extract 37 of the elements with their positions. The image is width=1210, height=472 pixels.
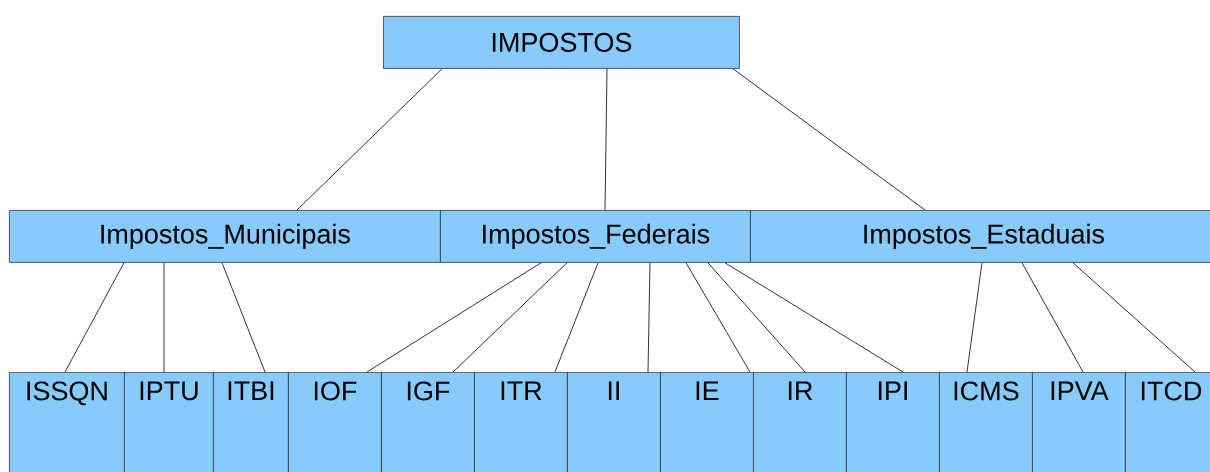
connector-line [366,262,542,373]
node-label: IPVA [1051,381,1109,400]
root-box: IMPOSTOS [383,16,740,69]
connector-line [732,68,926,211]
connector-line [685,262,751,373]
tax-box: ITR [474,372,568,472]
connector-line [647,262,651,373]
connector-line [1021,262,1084,373]
connector-line [296,68,443,211]
tax-box: II [567,372,661,472]
tax-box: IPI [846,372,940,472]
tax-box: IE [660,372,754,472]
connector-line [966,262,983,373]
tax-box: IGF [381,372,475,472]
category-box: Impostos_Estaduais [750,210,1210,263]
tax-box: ITCD [1125,372,1210,472]
node-label: ITBI [228,381,274,400]
connector-line [64,262,125,373]
connector-line [604,68,608,211]
category-box: Impostos_Federais [440,210,751,263]
category-box: Impostos_Municipais [9,210,441,263]
connector-line [724,262,904,373]
tax-box: IR [753,372,847,472]
connector-line [707,262,806,373]
tax-box: ICMS [939,372,1033,472]
node-label: IR [788,381,813,400]
tax-box: IPVA [1032,372,1126,472]
tax-box: IPTU [124,372,214,472]
tax-box: ISSQN [9,372,125,472]
connector-line [452,262,568,373]
connector-line [221,262,266,373]
connector-line [554,262,599,373]
tax-box: IOF [288,372,382,472]
connector-line [1072,262,1196,373]
tax-box: ITBI [213,372,289,472]
connector-line [163,262,165,373]
node-label: ITR [501,381,542,400]
